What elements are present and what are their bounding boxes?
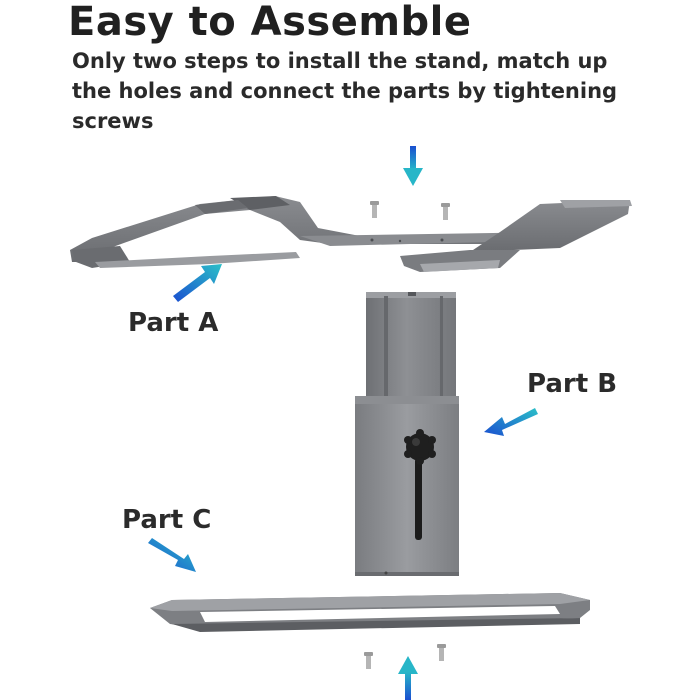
part-c-base [150, 593, 590, 632]
part-b-pole [355, 292, 459, 576]
arrow-down-icon [403, 146, 423, 186]
part-a-tray [70, 196, 632, 272]
knob-icon [404, 429, 436, 465]
screw-icon [364, 652, 373, 669]
part-b-label: Part B [527, 369, 618, 399]
part-c-label: Part C [122, 505, 212, 535]
arrow-part-a-icon [173, 264, 222, 302]
page-subtitle: Only two steps to install the stand, mat… [72, 49, 618, 133]
page-title: Easy to Assemble [68, 0, 472, 45]
part-a-label: Part A [128, 308, 219, 338]
screw-icon [370, 201, 379, 218]
screw-icon [441, 203, 450, 220]
arrow-up-icon [398, 656, 418, 700]
arrow-part-b-icon [484, 408, 538, 436]
arrow-part-c-icon [148, 538, 196, 572]
screw-icon [437, 644, 446, 661]
